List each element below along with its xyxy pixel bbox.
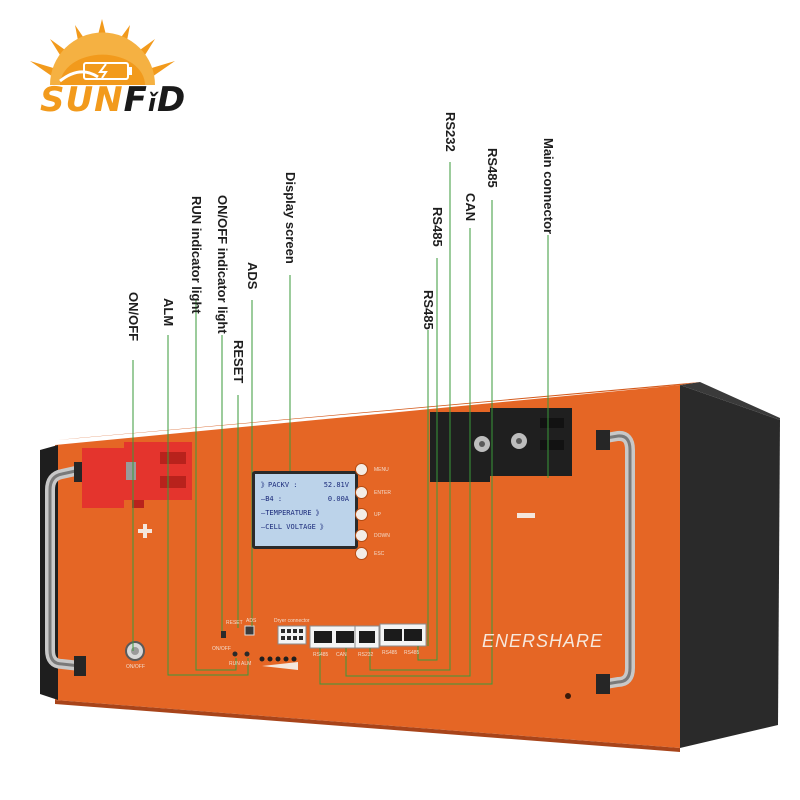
callout-display-screen: Display screen [283,172,298,264]
logo-letter-f: F [123,80,148,120]
dry-contact-label: Dryer connector [274,618,310,624]
callout-rs485-c: RS485 [485,148,500,188]
alm-label: ALM [241,661,252,667]
screen-packv-label: 》PACKV : [261,481,298,489]
onoff-switch-label: ON/OFF [126,664,145,670]
rs485-port-2[interactable] [380,624,403,646]
callout-onoff-indicator-light: ON/OFF indicator light [215,195,230,334]
display-screen: 》PACKV : 52.81V —B4 : 0.00A —TEMPERATURE 》… [252,471,358,549]
logo-letter-u: U [65,80,95,120]
logo-wordmark: SUNFǐD [40,80,187,120]
rs485-port2-label: RS485 [382,650,398,656]
reset-button[interactable] [220,630,227,639]
menu-label: MENU [374,467,389,473]
logo-letter-n: N [94,80,124,120]
down-button[interactable] [355,529,368,542]
logo-letter-d: D [157,80,187,120]
callout-rs232: RS232 [443,112,458,152]
callout-reset: RESET [231,340,246,384]
callout-run-indicator-light: RUN indicator light [189,196,204,314]
screen-cell-voltage-label: —CELL VOLTAGE 》 [261,523,328,531]
onoff-indicator-label: ON/OFF [212,646,231,652]
menu-button[interactable] [355,463,368,476]
callout-main-connector: Main connector [541,138,556,235]
run-label: RUN [229,661,240,667]
rs485-port-label: RS485 [313,652,329,658]
logo-letter-s: S [40,80,66,120]
callout-rs485-b: RS485 [430,207,445,247]
screen-packv-value: 52.81V [323,481,349,489]
esc-label: ESC [374,551,385,557]
callout-alm: ALM [161,298,176,327]
onoff-switch[interactable] [126,642,144,660]
enter-button[interactable] [355,486,368,499]
up-button[interactable] [355,508,368,521]
ads-switch[interactable] [245,626,254,635]
reset-label: RESET [226,620,243,626]
callout-on-off: ON/OFF [126,292,141,342]
up-label: UP [374,512,381,518]
screen-temperature-label: —TEMPERATURE 》 [261,509,323,517]
down-label: DOWN [374,533,390,539]
ads-label: ADS [246,618,257,624]
callout-can: CAN [463,193,478,222]
rs232-port[interactable] [355,626,379,648]
enershare-brand: ENERSHARE [482,631,604,651]
enter-label: ENTER [374,490,391,496]
callout-rs485-a: RS485 [421,290,436,330]
screen-current-label: —B4 : [261,495,283,503]
rs485-port3-label: RS485 [404,650,420,656]
sunfid-logo [30,19,175,85]
screen-current-value: 0.00A [327,495,349,503]
callout-ads: ADS [245,262,260,290]
can-port-label: CAN [336,652,347,658]
esc-button[interactable] [355,547,368,560]
rs485-port-3[interactable] [403,624,426,646]
rs232-port-label: RS232 [358,652,374,658]
rs485-port[interactable] [310,626,334,648]
